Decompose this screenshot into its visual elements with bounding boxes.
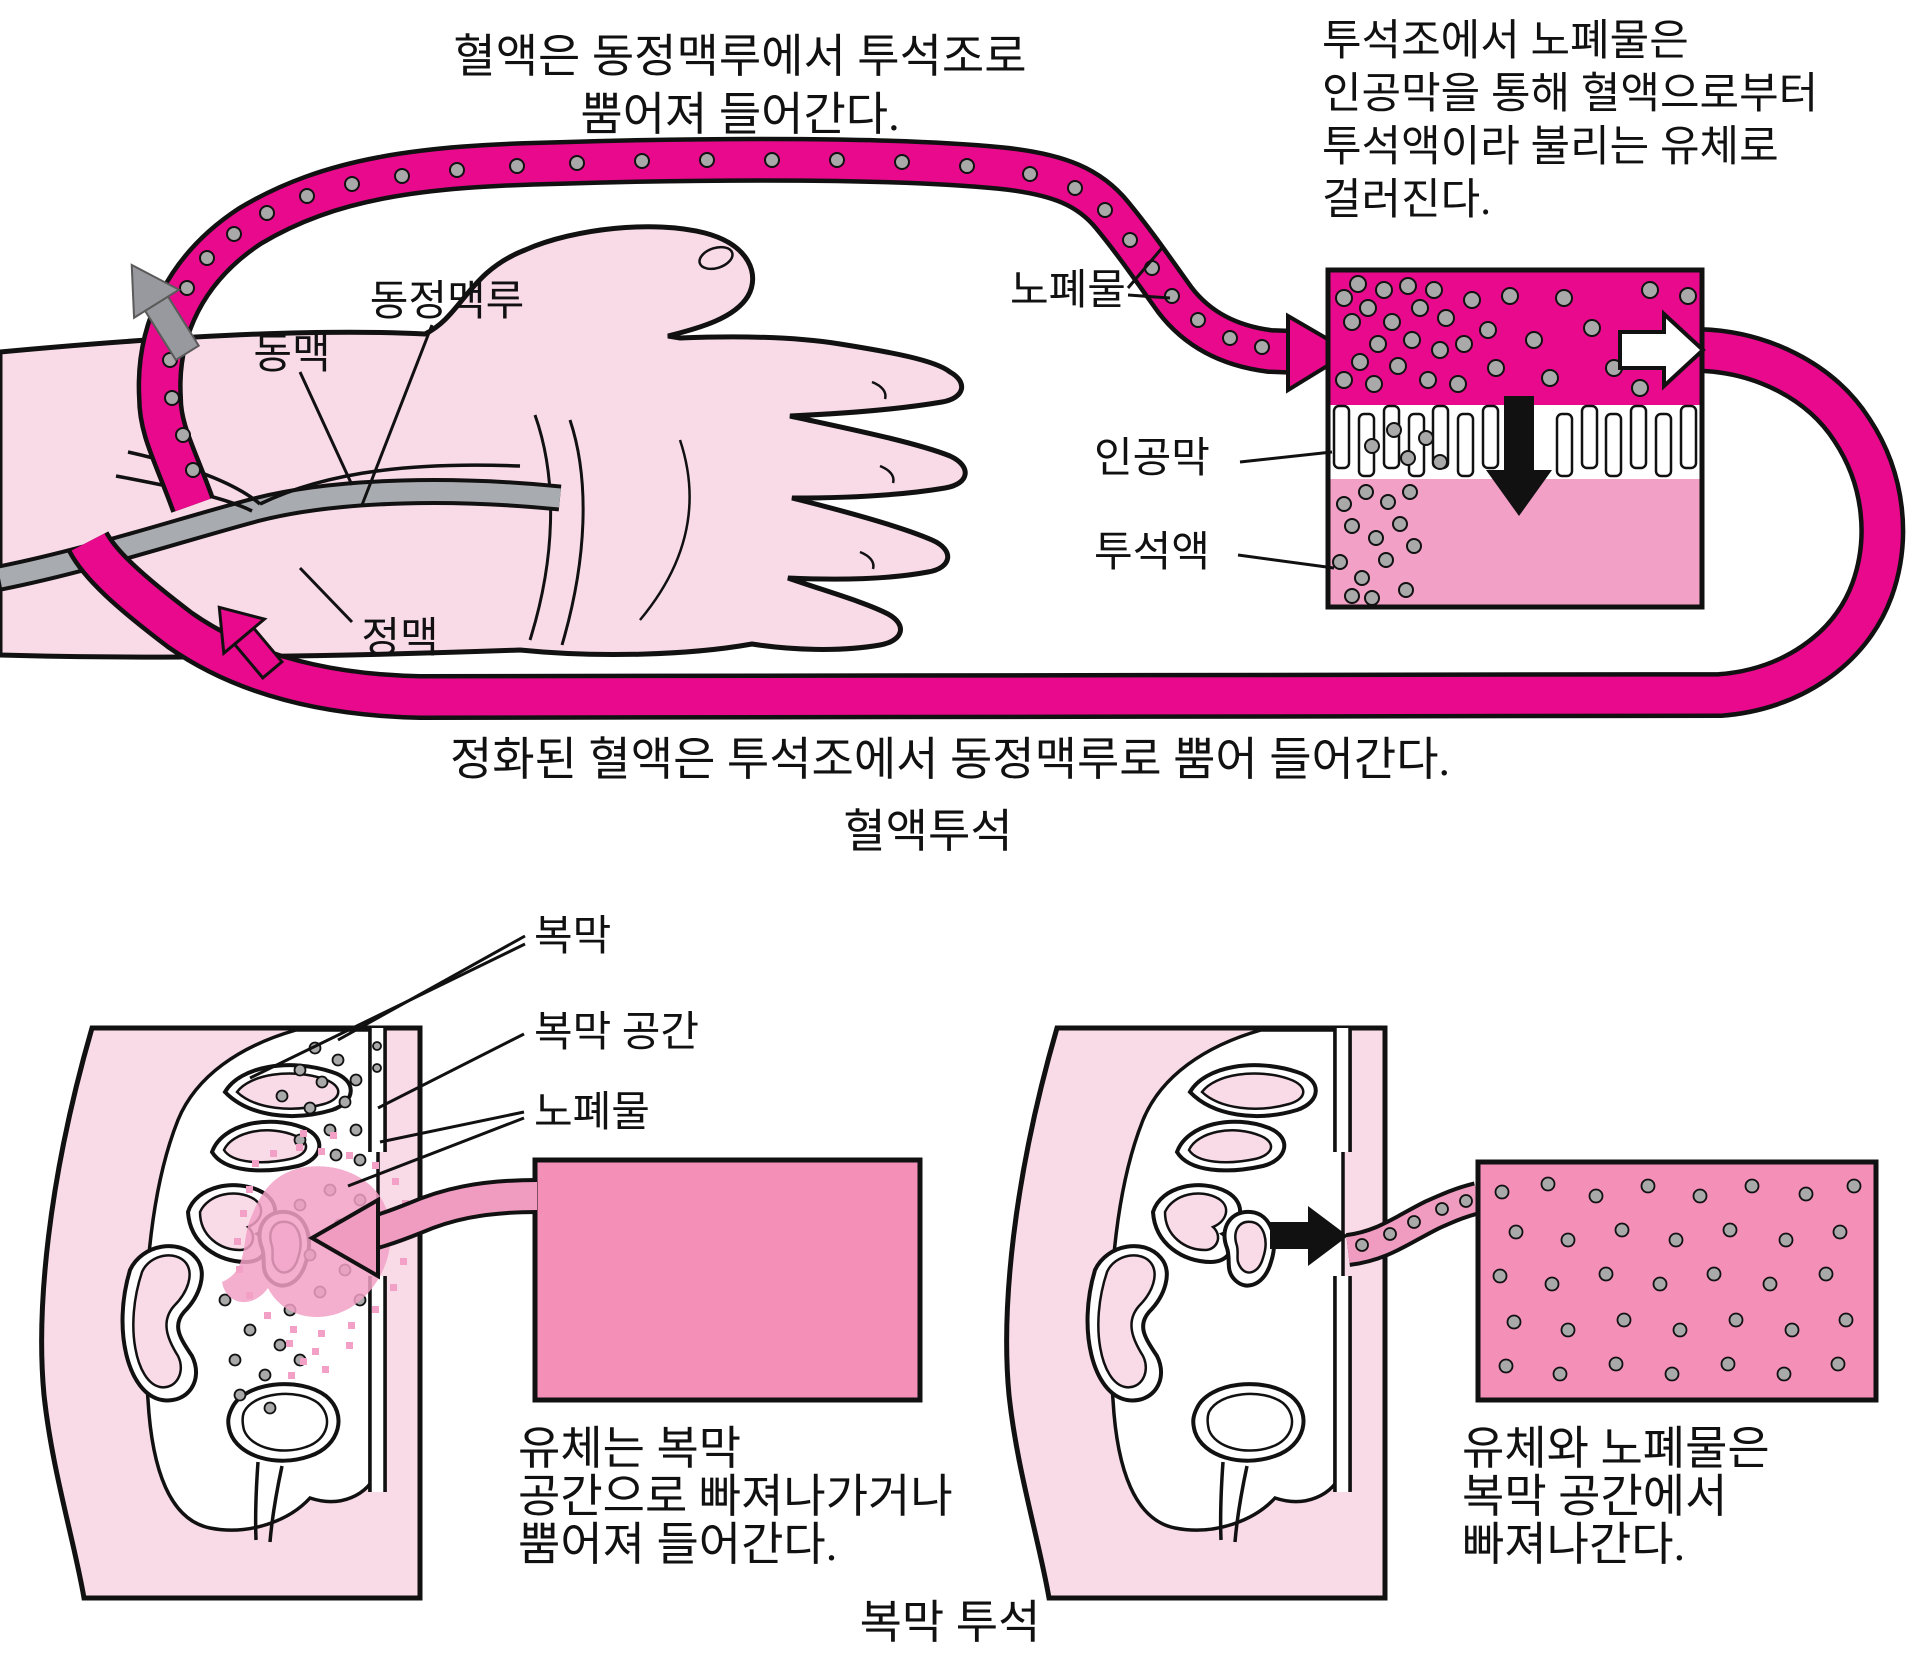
abdomen-cross-section [39, 1025, 423, 1601]
label-vein: 정맥 [361, 616, 438, 662]
top-caption-line2: 뿜어져 들어간다. [580, 89, 899, 140]
peritoneal-right-caption-line1: 유체와 노폐물은 [1462, 1423, 1770, 1474]
waste-dots-membrane [1364, 422, 1448, 470]
waste-dots-drainage-bag [1492, 1176, 1862, 1382]
peritoneum-wall [368, 1028, 387, 1492]
dialyzer-outline [1325, 267, 1705, 610]
waste-dots-dialysate [1332, 484, 1422, 606]
artificial-membrane-slats [1332, 404, 1698, 478]
peritoneal-left-caption-line2: 공간으로 빠져나가거나 [518, 1471, 953, 1522]
top-caption-line1: 혈액은 동정맥루에서 투석조로 [453, 31, 1026, 82]
hemodialysis-title: 혈액투석 [843, 806, 1012, 857]
hemodialysis-bottom-caption: 정화된 혈액은 투석조에서 동정맥루로 뿜어 들어간다. [450, 734, 1450, 785]
abdomen-cross-section-right [1007, 1028, 1385, 1598]
dialysate-bag-left [532, 1157, 923, 1403]
peritoneal-right-caption-line2: 복막 공간에서 [1462, 1471, 1727, 1522]
waste-dots-blood [1335, 275, 1697, 397]
peritoneal-texts: 복막 복막 공간 노폐물 유체는 복막 공간으로 빠져나가거나 뿜어져 들어간다… [518, 914, 1770, 1648]
top-right-caption-line3: 투석액이라 불리는 유체로 [1322, 124, 1779, 171]
label-membrane: 인공막 [1094, 436, 1210, 482]
top-right-caption-line4: 걸러진다. [1322, 177, 1491, 224]
label-peritoneal-space: 복막 공간 [534, 1010, 699, 1056]
inflow-tube-left [307, 1178, 538, 1280]
inflow-arrowhead [307, 1196, 380, 1280]
thumb-nail [698, 245, 734, 271]
peritoneal-leader-lines [249, 934, 526, 1188]
return-blood-tube [67, 327, 1906, 721]
flow-arrow-gray [130, 263, 201, 362]
peritoneal-left-caption-line1: 유체는 복막 [518, 1423, 741, 1474]
peritoneal-title: 복막 투석 [860, 1597, 1041, 1648]
flow-arrow-magenta [217, 605, 285, 681]
bladder [226, 1382, 341, 1543]
waste-dots-outflow-tube [1355, 1194, 1473, 1252]
drainage-bag-right [1475, 1159, 1879, 1403]
label-waste-bottom: 노폐물 [534, 1090, 650, 1136]
waste-dots-in-tube [162, 152, 1270, 478]
top-right-caption-line1: 투석조에서 노폐물은 [1322, 18, 1689, 65]
label-waste-top: 노폐물 [1010, 268, 1126, 314]
filtration-down-arrow [1486, 396, 1552, 516]
outflow-arrow-right [1270, 1206, 1348, 1266]
top-right-caption-line2: 인공막을 통해 혈액으로부터 [1322, 71, 1818, 118]
cloud-dither-squares [234, 1130, 413, 1379]
intestine-loops [120, 1063, 353, 1403]
hemodialysis-leader-lines [298, 247, 1335, 624]
label-artery: 동맥 [253, 332, 330, 378]
peritoneal-right-caption-line3: 빠져나간다. [1462, 1519, 1685, 1570]
outflow-tube-right [1345, 1181, 1483, 1267]
blood-exit-arrow [1618, 309, 1706, 391]
peritoneal-left-caption-line3: 뿜어져 들어간다. [518, 1519, 837, 1570]
infused-dialysate-cloud [222, 1130, 413, 1379]
arm-and-hand-illustration [0, 224, 968, 660]
dialyzer [1325, 267, 1706, 610]
label-fistula: 동정맥루 [370, 279, 525, 325]
tube-arrowhead-into-dialyzer [1286, 312, 1354, 394]
hemodialysis-texts: 혈액은 동정맥루에서 투석조로 뿜어져 들어간다. 투석조에서 노폐물은 인공막… [253, 18, 1818, 857]
label-peritoneum: 복막 [534, 914, 611, 960]
label-dialysate: 투석액 [1094, 530, 1210, 576]
